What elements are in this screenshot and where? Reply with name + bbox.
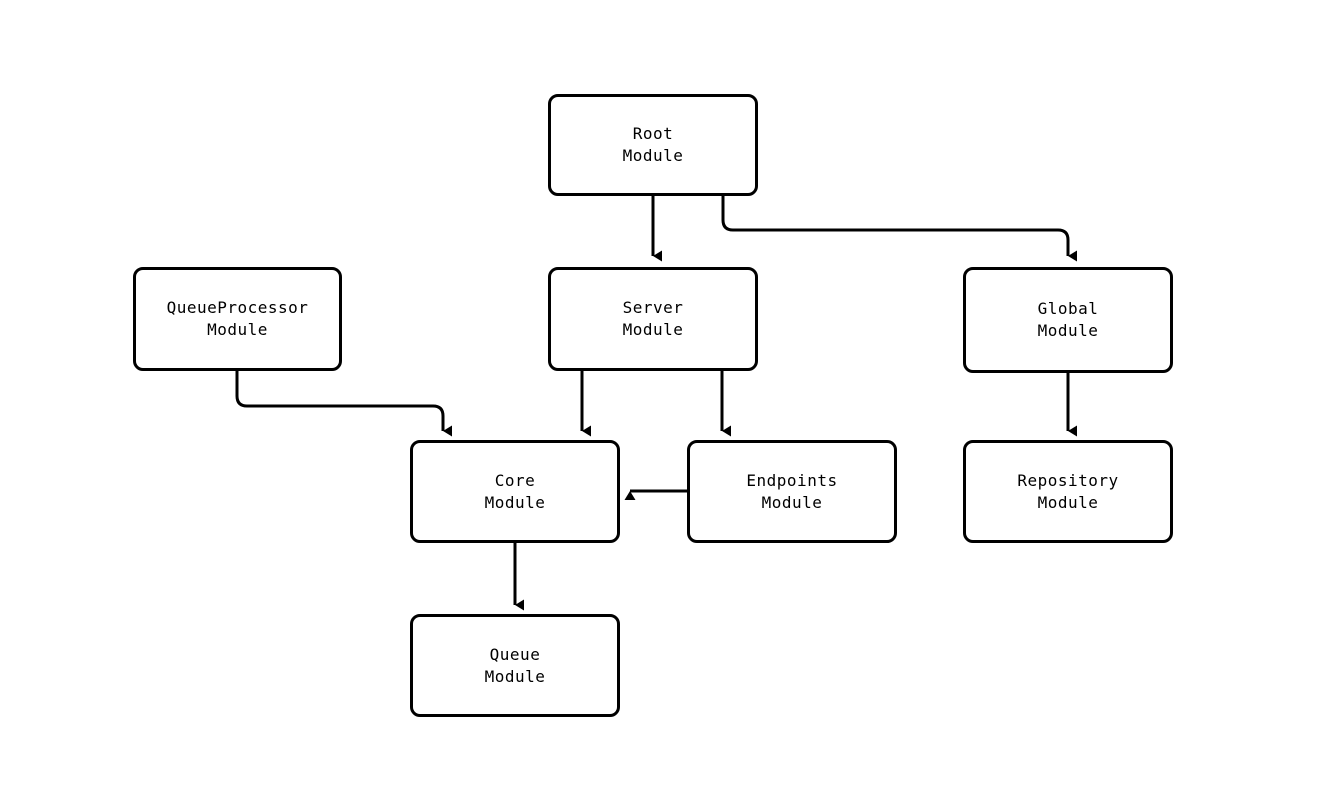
node-repository-module-label: Repository Module: [1017, 470, 1119, 512]
node-queueprocessor-module-label: QueueProcessor Module: [166, 298, 309, 339]
node-root-module[interactable]: Root Module: [548, 94, 758, 196]
node-queue-module-label: Queue Module: [484, 644, 546, 686]
node-core-module[interactable]: Core Module: [410, 440, 620, 543]
node-endpoints-module[interactable]: Endpoints Module: [687, 440, 897, 543]
node-queueprocessor-module[interactable]: QueueProcessor Module: [133, 267, 342, 371]
node-server-module[interactable]: Server Module: [548, 267, 758, 371]
node-global-module[interactable]: Global Module: [963, 267, 1173, 373]
node-queue-module[interactable]: Queue Module: [410, 614, 620, 717]
node-global-module-label: Global Module: [1037, 299, 1099, 340]
node-repository-module[interactable]: Repository Module: [963, 440, 1173, 543]
edge-queueprocessor-to-core: [235, 371, 452, 437]
edge-root-to-global: [721, 196, 1077, 262]
node-server-module-label: Server Module: [622, 298, 684, 339]
node-core-module-label: Core Module: [484, 470, 546, 512]
node-endpoints-module-label: Endpoints Module: [746, 470, 838, 512]
node-root-module-label: Root Module: [622, 124, 684, 165]
